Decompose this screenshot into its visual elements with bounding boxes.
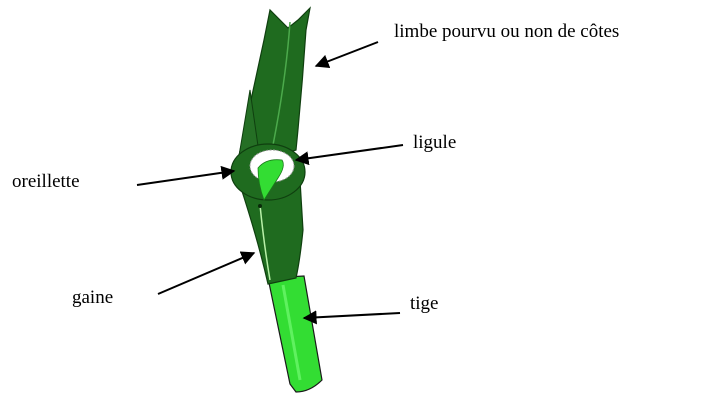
arrow-limbe <box>316 42 378 66</box>
arrow-oreillette <box>137 171 234 185</box>
label-ligule: ligule <box>413 133 456 152</box>
stem-shape <box>268 276 322 392</box>
arrow-gaine <box>158 253 254 294</box>
label-oreillette: oreillette <box>12 172 80 191</box>
arrow-tige <box>304 313 400 318</box>
label-gaine: gaine <box>72 288 113 307</box>
arrow-ligule <box>296 145 403 160</box>
label-limbe: limbe pourvu ou non de côtes <box>394 22 619 41</box>
label-tige: tige <box>410 294 439 313</box>
